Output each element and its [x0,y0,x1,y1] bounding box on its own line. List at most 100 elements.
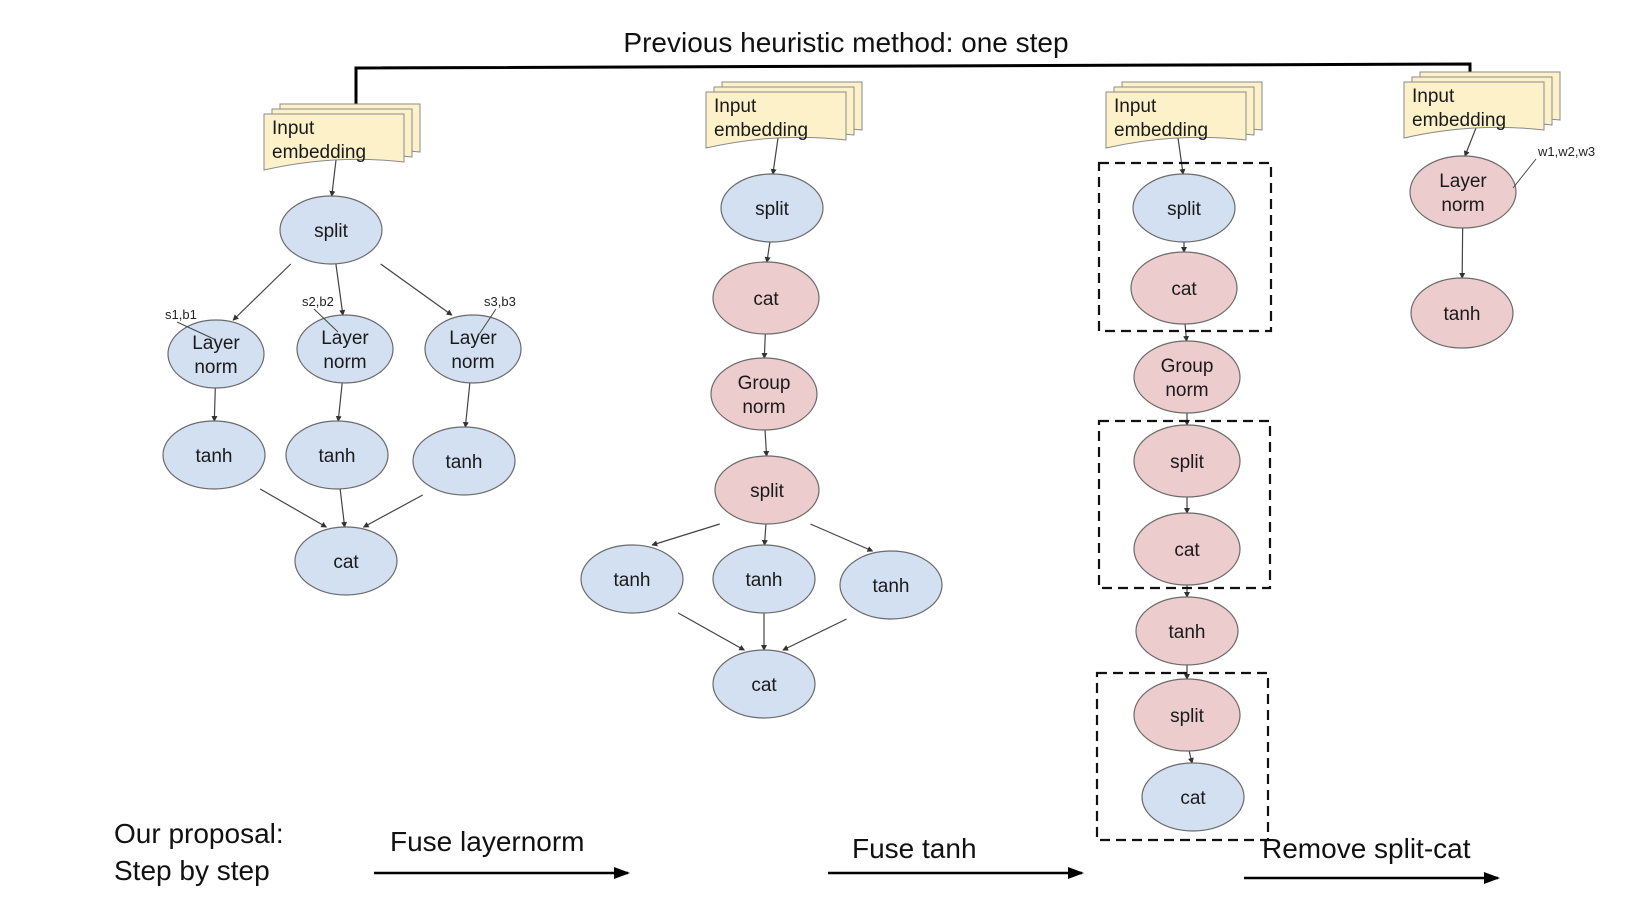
node-label: split [1170,706,1205,727]
edge-arrow [651,523,720,547]
edge-arrow [1177,137,1186,175]
node-label: cat [333,552,359,573]
node-label: norm [194,357,237,378]
input-embedding-label: Input [714,96,757,117]
node-ellipse [712,261,820,335]
edge-arrow [763,429,770,457]
input-embedding-label: embedding [714,120,808,141]
input-embedding-label: Input [1114,96,1157,117]
annotation-leader [1512,158,1537,189]
node-ellipse [1409,155,1517,229]
node-label: split [750,481,785,502]
node-ellipse [712,649,816,719]
node-ellipse [714,455,820,525]
node-ellipse [1133,424,1241,498]
node-label: Layer [192,333,240,354]
node-ellipse [1410,277,1514,349]
node-label: cat [753,289,779,310]
node-label: tanh [1444,304,1481,325]
edge-arrow [335,382,343,422]
node-split: split [1132,173,1236,243]
node-cat2: cat [712,649,816,719]
edge-arrow [329,159,337,197]
node-label: cat [751,675,777,696]
edge-arrow [761,333,768,359]
input-embedding-label: embedding [1412,110,1506,131]
node-ellipse [279,195,383,265]
node-split3: split [1133,678,1241,752]
node-label: norm [323,352,366,373]
node-label: norm [742,397,785,418]
fusion-group-box [1095,671,1270,842]
input-embedding-label: Input [272,118,315,139]
node-label: tanh [614,570,651,591]
input-embedding-doc: Input embedding [1105,81,1263,149]
node-label: split [1167,199,1202,220]
annotation-leader [176,321,217,341]
edge-arrow [1183,323,1190,342]
node-label: Group [1161,356,1214,377]
node-label: Layer [1439,171,1487,192]
node-ellipse [710,357,818,431]
node-cat3: cat [1141,762,1245,832]
node-ellipse [412,426,516,496]
edge-arrow [380,263,453,316]
edge-arrow [362,494,423,528]
node-split: split [279,195,383,265]
fusion-group-box [1097,419,1272,590]
input-embedding-label: embedding [1114,120,1208,141]
node-cat: cat [712,261,820,335]
node-ellipse [1133,340,1241,414]
node-ellipse [720,173,824,243]
node-ellipse [424,314,522,384]
node-label: split [755,199,790,220]
node-label: tanh [319,446,356,467]
node-label: Layer [321,328,369,349]
node-ellipse [285,420,389,490]
one-step-arrow [354,62,1476,114]
edge-arrow [462,382,471,428]
node-split2: split [1133,424,1241,498]
node-ellipse [1132,173,1236,243]
node-ellipse [712,544,816,614]
proposal-line1: Our proposal: [114,818,284,849]
step1-label: Fuse layernorm [390,826,585,857]
edge-arrow [764,241,771,263]
edge-arrow [677,612,746,651]
edge-arrow [770,137,779,175]
node-label: Layer [449,328,497,349]
node-cat: cat [294,526,398,596]
parameter-annotation: s3,b3 [484,294,516,309]
edge-arrow [810,523,874,552]
node-ellipse [294,526,398,596]
edge-arrow [1463,127,1477,157]
node-ellipse [1130,251,1238,325]
node-ellipse [1133,678,1241,752]
node-label: tanh [196,446,233,467]
node-label: norm [1441,195,1484,216]
edge-arrow [1459,227,1466,279]
parameter-annotation: s2,b2 [302,294,334,309]
node-t3: tanh [412,426,516,496]
node-ln2: Layer norm [296,314,394,384]
title: Previous heuristic method: one step [623,27,1068,58]
node-ellipse [1141,762,1245,832]
edge-arrow [232,263,292,321]
node-t1: tanh [162,420,266,490]
proposal-line2: Step by step [114,855,270,886]
node-ellipse [839,550,943,620]
edge-arrow [259,488,328,528]
fusion-group-box [1097,161,1273,333]
step2-label: Fuse tanh [852,833,977,864]
node-label: Group [738,373,791,394]
input-embedding-label: Input [1412,86,1455,107]
edge-arrow [761,523,768,546]
node-tanh: tanh [1410,277,1514,349]
node-cat2: cat [1133,512,1241,586]
input-embedding-label: embedding [272,142,366,163]
node-label: cat [1174,540,1200,561]
node-ellipse [1135,596,1239,666]
node-label: split [1170,452,1205,473]
